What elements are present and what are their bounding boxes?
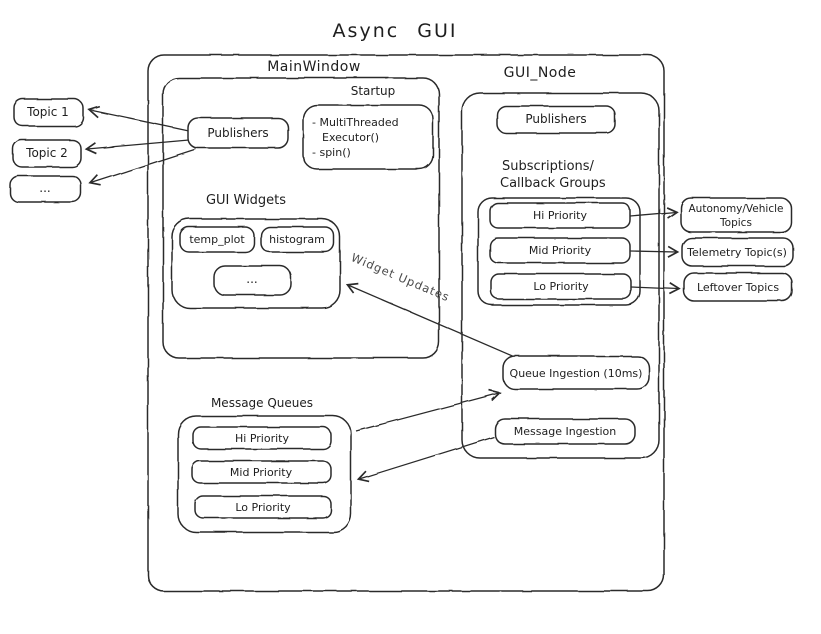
- mq-lo-priority-box: [194, 495, 332, 519]
- gui-node-label: GUI_Node: [504, 65, 577, 81]
- autonomy-vehicle-topics-box: [680, 197, 792, 233]
- mq-hi-priority-label: Hi Priority: [235, 432, 289, 445]
- mq-mid-priority-label: Mid Priority: [230, 466, 293, 479]
- mq-lo-priority-label: Lo Priority: [235, 501, 291, 514]
- arrow-message-queues-to-queue-ingestion: [355, 389, 502, 432]
- startup-box: [302, 104, 434, 170]
- queue-ingestion-label: Queue Ingestion (10ms): [510, 367, 643, 380]
- gui-node-box: [461, 92, 660, 459]
- startup-label: Startup: [351, 84, 396, 98]
- arrow-hi-priority-to-autonomy-topics: [629, 206, 679, 219]
- topic-more-box: [9, 175, 82, 203]
- gui-widgets-label: GUI Widgets: [206, 193, 286, 208]
- topic-more-label: ...: [39, 181, 50, 195]
- topic2-box: [12, 139, 82, 168]
- mq-hi-priority-box: [192, 426, 332, 450]
- message-queues-label: Message Queues: [211, 396, 313, 410]
- gui-node-publishers-label: Publishers: [525, 112, 586, 126]
- subscriptions-label-line1: Subscriptions/: [502, 159, 595, 174]
- arrow-mid-priority-to-telemetry-topics: [629, 245, 680, 258]
- histogram-label: histogram: [269, 233, 325, 246]
- sub-mid-priority-box: [489, 237, 631, 264]
- arrow-publishers-to-topic-more: [88, 148, 197, 187]
- telemetry-topics-label: Telemetry Topic(s): [686, 246, 787, 259]
- main-window-publishers-label: Publishers: [207, 126, 268, 140]
- histogram-box: [260, 226, 335, 253]
- temp-plot-label: temp_plot: [189, 233, 245, 246]
- async-gui-container: [147, 54, 665, 592]
- autonomy-vehicle-topics-label-line2: Topics: [719, 217, 752, 229]
- mq-mid-priority-box: [191, 460, 332, 484]
- gui-node-publishers-box: [496, 105, 616, 134]
- sub-hi-priority-box: [489, 202, 631, 229]
- arrow-publishers-to-topic2: [84, 139, 190, 155]
- leftover-topics-label: Leftover Topics: [697, 281, 779, 294]
- main-window-box: [162, 77, 440, 359]
- widgets-more-box: [213, 265, 292, 296]
- sub-lo-priority-box: [490, 273, 632, 300]
- autonomy-vehicle-topics-label-line1: Autonomy/Vehicle: [689, 203, 784, 215]
- gui-widgets-container: [171, 218, 341, 309]
- arrow-widget-updates: [345, 282, 518, 359]
- telemetry-topics-box: [681, 237, 794, 267]
- startup-line-1: - MultiThreaded: [312, 116, 399, 129]
- sub-mid-priority-label: Mid Priority: [529, 244, 592, 257]
- startup-line-2: Executor(): [322, 131, 379, 144]
- startup-line-3: - spin(): [312, 146, 351, 159]
- leftover-topics-box: [683, 272, 793, 302]
- message-queues-container: [177, 415, 352, 533]
- arrow-lo-priority-to-leftover-topics: [630, 282, 682, 295]
- main-window-label: MainWindow: [267, 59, 361, 75]
- arrow-publishers-to-topic1: [87, 105, 190, 132]
- message-ingestion-label: Message Ingestion: [514, 425, 617, 438]
- widget-updates-arrow-label: Widget Updates: [349, 250, 452, 304]
- topic1-box: [13, 98, 84, 127]
- temp-plot-box: [179, 226, 255, 253]
- topic1-label: Topic 1: [26, 105, 69, 119]
- diagram-title: Async GUI: [333, 20, 458, 42]
- widgets-more-label: ...: [246, 272, 257, 286]
- message-ingestion-box: [494, 418, 636, 445]
- topic2-label: Topic 2: [25, 146, 68, 160]
- arrow-message-ingestion-to-message-queues: [356, 436, 495, 483]
- queue-ingestion-box: [502, 355, 650, 390]
- sub-hi-priority-label: Hi Priority: [533, 209, 587, 222]
- subscriptions-container: [477, 197, 641, 306]
- sub-lo-priority-label: Lo Priority: [533, 280, 589, 293]
- main-window-publishers-box: [187, 117, 289, 149]
- subscriptions-label-line2: Callback Groups: [500, 176, 606, 191]
